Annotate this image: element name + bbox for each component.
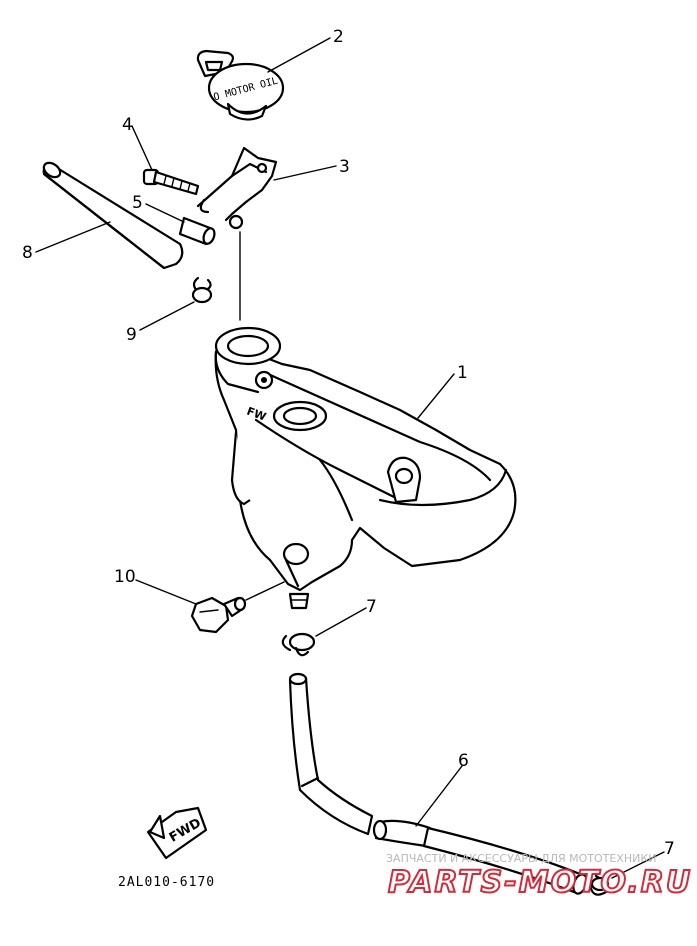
oil-cap: O MOTOR OIL <box>196 49 285 121</box>
watermark-tagline: ЗАПЧАСТИ И АКСЕССУАРЫ ДЛЯ МОТОТЕХНИКИ <box>386 852 656 865</box>
callout-10: 10 <box>114 567 136 587</box>
leader-lines <box>35 37 665 879</box>
callout-3: 3 <box>339 157 350 177</box>
callout-7-upper: 7 <box>366 597 377 617</box>
bolt <box>142 168 200 196</box>
wire-clip <box>196 146 278 230</box>
callout-2: 2 <box>333 27 344 47</box>
diagram-code: 2AL010-6170 <box>118 875 215 890</box>
callout-9: 9 <box>126 325 137 345</box>
oil-hose <box>288 672 588 895</box>
callout-4: 4 <box>122 115 133 135</box>
collar <box>178 216 216 246</box>
callout-6: 6 <box>458 751 469 771</box>
assembly-line <box>245 581 285 601</box>
callout-5: 5 <box>132 193 143 213</box>
fwd-arrow: FWD <box>146 806 208 860</box>
hose-clip-7b <box>588 874 610 896</box>
breather-hose <box>42 161 184 270</box>
callout-7-lower: 7 <box>664 839 675 859</box>
tank-mark: FW <box>245 405 268 424</box>
oil-tank: FW <box>214 326 517 592</box>
hose-clip-7a <box>281 632 316 657</box>
drain-bolt <box>190 596 247 634</box>
hose-clip-9 <box>191 276 213 304</box>
watermark-brand: PARTS-MOTO.RU <box>388 865 692 900</box>
watermark: ЗАПЧАСТИ И АКСЕССУАРЫ ДЛЯ МОТОТЕХНИКИ PA… <box>386 852 692 901</box>
outlet-fitting <box>288 592 310 610</box>
callout-1: 1 <box>457 363 468 383</box>
callout-8: 8 <box>22 243 33 263</box>
